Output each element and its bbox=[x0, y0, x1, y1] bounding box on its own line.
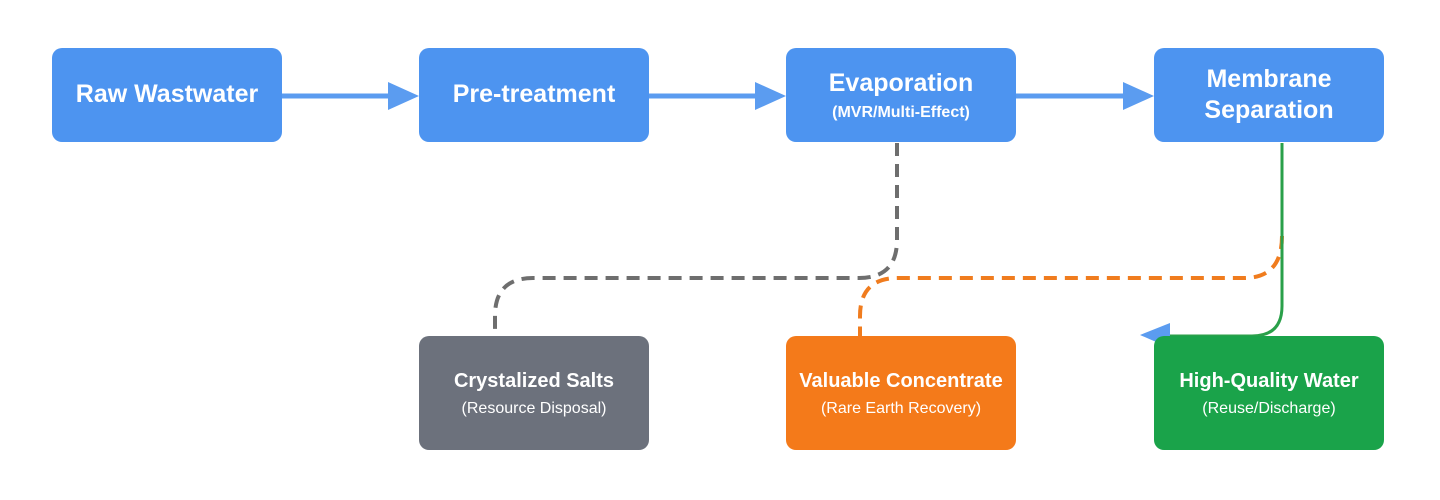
node-valuable-concentrate: Valuable Concentrate (Rare Earth Recover… bbox=[786, 336, 1016, 450]
arrow-raw-to-pre bbox=[282, 82, 419, 110]
node-raw-wastewater: Raw Wastwater bbox=[52, 48, 282, 142]
node-subtitle: (Rare Earth Recovery) bbox=[820, 399, 982, 417]
node-subtitle: (Resource Disposal) bbox=[461, 399, 607, 417]
node-membrane-separation: Membrane Separation bbox=[1154, 48, 1384, 142]
node-pre-treatment: Pre-treatment bbox=[419, 48, 649, 142]
node-title: Raw Wastwater bbox=[75, 80, 259, 109]
arrow-evap-to-salts bbox=[483, 143, 899, 364]
node-crystalized-salts: Crystalized Salts (Resource Disposal) bbox=[419, 336, 649, 450]
node-subtitle: (Reuse/Discharge) bbox=[1202, 399, 1336, 417]
node-title: Pre-treatment bbox=[452, 80, 616, 109]
node-title: Evaporation bbox=[828, 69, 974, 98]
arrow-mem-to-water bbox=[1140, 143, 1284, 348]
node-title: Valuable Concentrate bbox=[799, 369, 1003, 392]
arrow-pre-to-evap bbox=[649, 82, 786, 110]
node-evaporation: Evaporation (MVR/Multi-Effect) bbox=[786, 48, 1016, 142]
node-title: Membrane Separation bbox=[1204, 64, 1334, 124]
node-high-quality-water: High-Quality Water (Reuse/Discharge) bbox=[1154, 336, 1384, 450]
node-title: Crystalized Salts bbox=[453, 369, 615, 392]
node-subtitle: (MVR/Multi-Effect) bbox=[832, 103, 970, 121]
arrow-evap-to-mem bbox=[1016, 82, 1154, 110]
node-title: High-Quality Water bbox=[1179, 369, 1359, 392]
